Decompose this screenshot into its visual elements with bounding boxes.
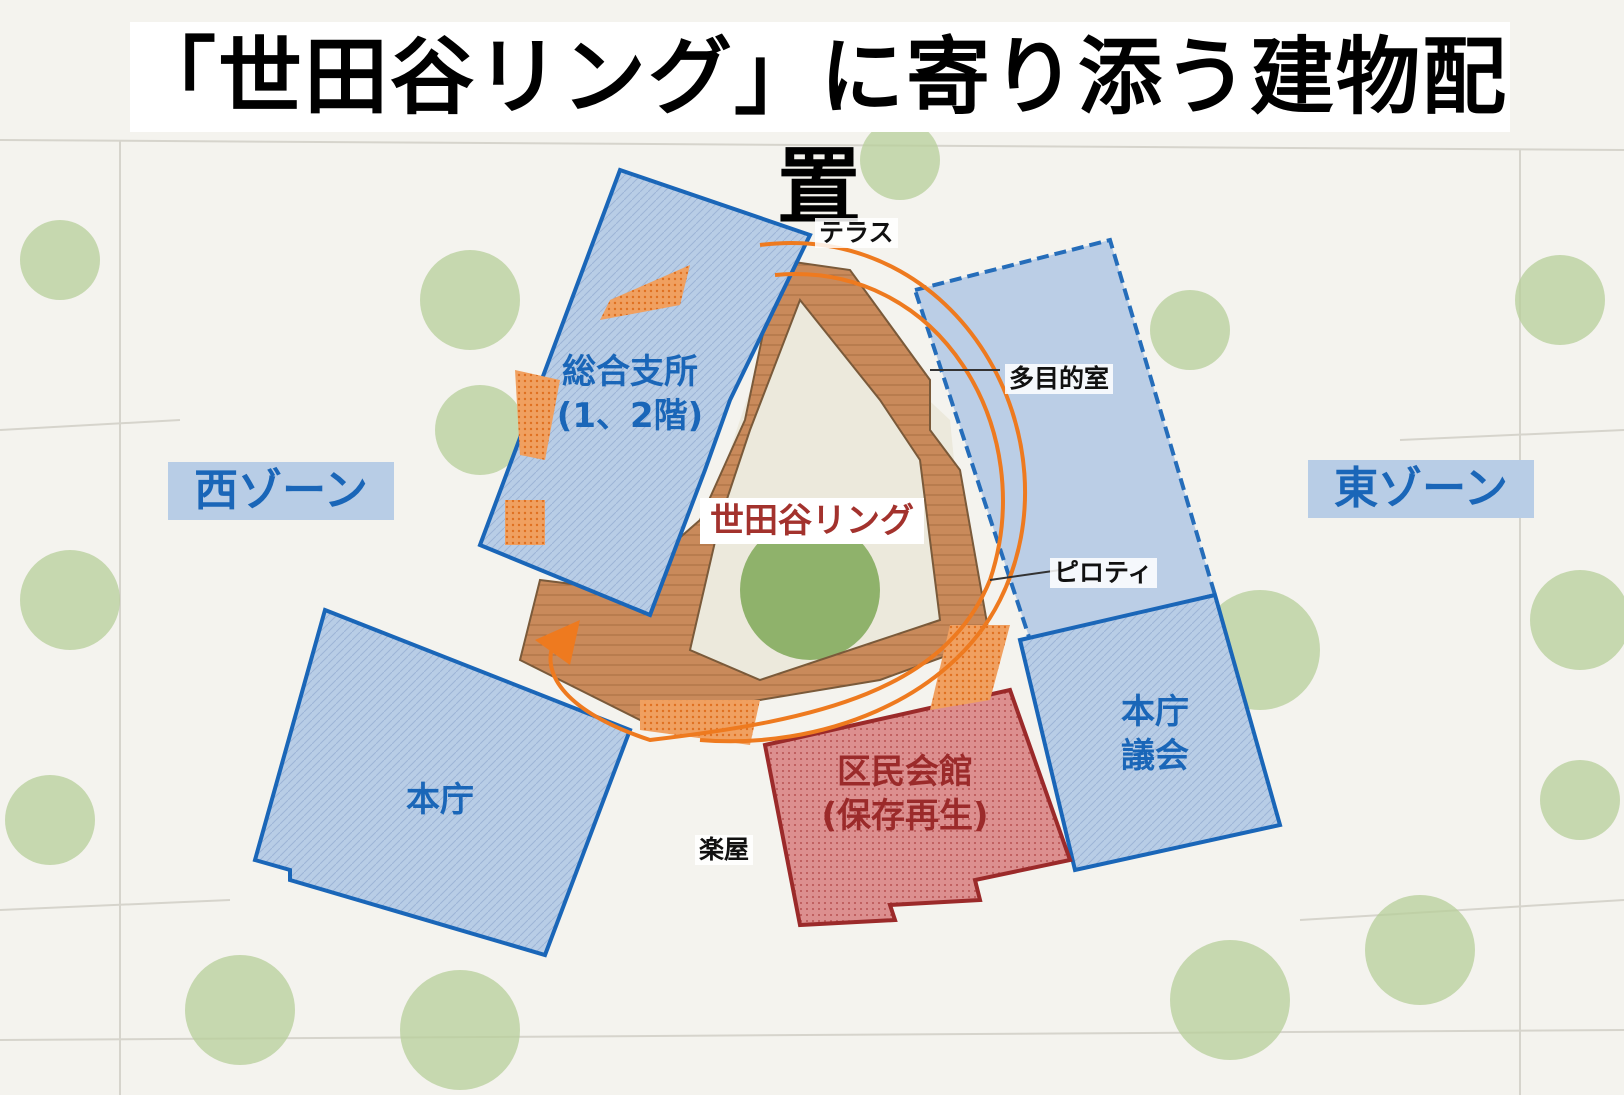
ring-label: 世田谷リング	[700, 498, 924, 544]
main-office-council-label: 本庁 議会	[1095, 690, 1215, 778]
east-dashed-building	[912, 237, 1218, 643]
terrace-label: テラス	[815, 218, 898, 248]
orange-accent-5	[930, 625, 1010, 710]
branch-office-name: 総合支所	[562, 352, 698, 392]
orange-accent-2	[515, 370, 560, 460]
main-office-council-building	[1017, 592, 1283, 873]
west-zone-label: 西ゾーン	[168, 462, 394, 520]
leader-lines	[930, 369, 1061, 581]
ring-arcs	[548, 241, 1027, 744]
orange-accent-1	[600, 265, 690, 320]
main-office-council-line1: 本庁	[1121, 692, 1189, 732]
main-office-council-line2: 議会	[1121, 736, 1189, 776]
trees	[5, 120, 1624, 1090]
multipurpose-room-label: 多目的室	[1005, 364, 1114, 394]
green-room-label: 楽屋	[695, 835, 754, 865]
main-office-building	[252, 607, 633, 958]
east-zone-label: 東ゾーン	[1308, 460, 1534, 518]
branch-office-building	[477, 167, 813, 618]
branch-office-label: 総合支所 (1、2階)	[545, 350, 715, 438]
civic-hall-building	[762, 687, 1073, 928]
civic-hall-name: 区民会館	[837, 752, 973, 792]
ring-arrow-head	[535, 620, 580, 665]
orange-accent-4	[640, 700, 760, 745]
branch-office-floors: (1、2階)	[556, 396, 704, 436]
orange-accent-3	[505, 500, 545, 545]
main-office-label: 本庁	[406, 780, 474, 820]
civic-hall-note: (保存再生)	[821, 796, 989, 836]
piloti-label: ピロティ	[1050, 558, 1157, 588]
central-tree	[740, 520, 880, 660]
page-title: 「世田谷リング」に寄り添う建物配置	[130, 22, 1510, 236]
civic-hall-label: 区民会館 (保存再生)	[805, 750, 1005, 838]
